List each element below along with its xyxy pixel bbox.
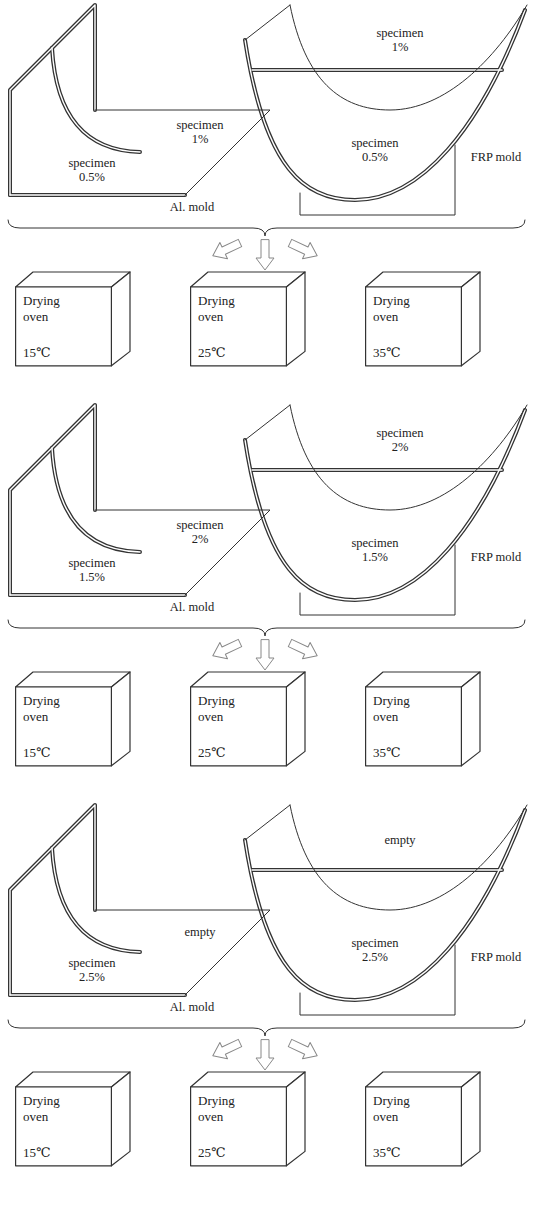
oven-name: Drying oven: [373, 293, 410, 324]
mold-label: Al. mold: [170, 600, 214, 614]
specimen-label: specimen 2%: [376, 426, 423, 455]
oven-name: Drying oven: [23, 1093, 60, 1124]
oven-box: Drying oven 25℃: [190, 1087, 287, 1167]
mold-label: FRP mold: [471, 950, 522, 964]
oven-name: Drying oven: [198, 693, 235, 724]
oven-name: Drying oven: [198, 1093, 235, 1124]
oven-name: Drying oven: [373, 693, 410, 724]
specimen-label: specimen 2.5%: [351, 936, 398, 965]
oven-name: Drying oven: [373, 1093, 410, 1124]
oven-temperature: 35℃: [373, 345, 454, 361]
oven-box: Drying oven 15℃: [15, 287, 112, 367]
oven-box: Drying oven 35℃: [365, 287, 462, 367]
specimen-label: specimen 0.5%: [351, 136, 398, 165]
specimen-label: specimen 0.5%: [68, 156, 115, 185]
oven-name: Drying oven: [23, 693, 60, 724]
oven-name: Drying oven: [23, 293, 60, 324]
specimen-label: specimen 2.5%: [68, 956, 115, 985]
oven-box: Drying oven 35℃: [365, 1087, 462, 1167]
oven-box: Drying oven 25℃: [190, 287, 287, 367]
oven-name: Drying oven: [198, 293, 235, 324]
mold-label: Al. mold: [170, 200, 214, 214]
specimen-label: specimen 1.5%: [351, 536, 398, 565]
oven-temperature: 25℃: [198, 345, 279, 361]
mold-label: FRP mold: [471, 150, 522, 164]
oven-temperature: 35℃: [373, 1145, 454, 1161]
specimen-label: specimen 2%: [176, 518, 223, 547]
oven-temperature: 35℃: [373, 745, 454, 761]
oven-temperature: 15℃: [23, 745, 104, 761]
oven-temperature: 15℃: [23, 1145, 104, 1161]
oven-box: Drying oven 15℃: [15, 1087, 112, 1167]
specimen-label: specimen 1%: [176, 118, 223, 147]
mold-label: Al. mold: [170, 1000, 214, 1014]
oven-temperature: 25℃: [198, 745, 279, 761]
oven-box: Drying oven 25℃: [190, 687, 287, 767]
specimen-label: specimen 1.5%: [68, 556, 115, 585]
mold-label: FRP mold: [471, 550, 522, 564]
specimen-label: specimen 1%: [376, 26, 423, 55]
oven-temperature: 25℃: [198, 1145, 279, 1161]
oven-box: Drying oven 35℃: [365, 687, 462, 767]
oven-temperature: 15℃: [23, 345, 104, 361]
oven-box: Drying oven 15℃: [15, 687, 112, 767]
specimen-label: empty: [384, 833, 415, 847]
specimen-label: empty: [184, 925, 215, 939]
